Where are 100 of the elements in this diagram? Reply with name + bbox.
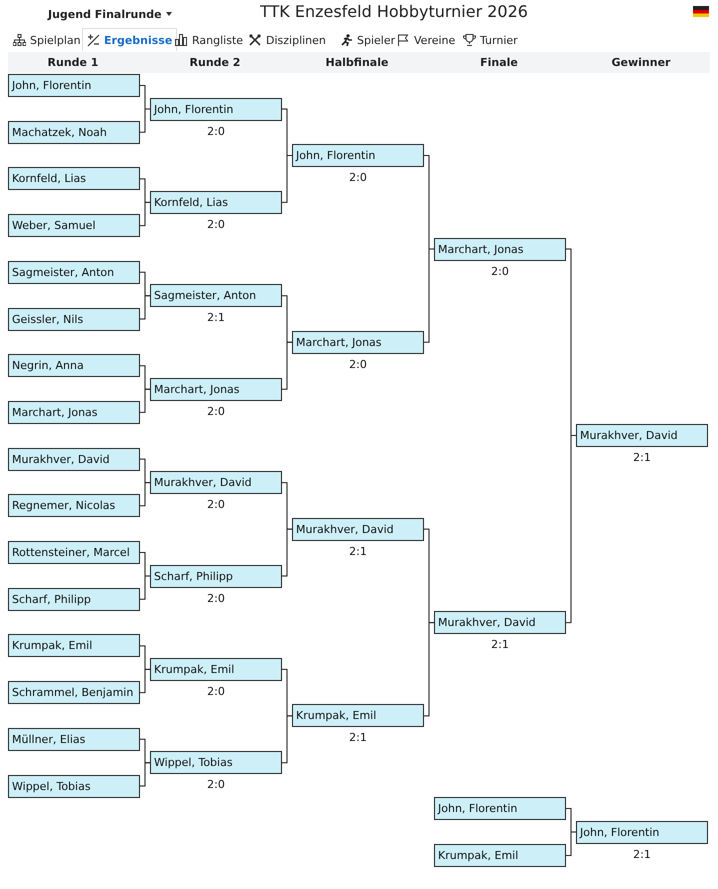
score-text: 2:0: [206, 684, 226, 698]
player-box: [8, 588, 140, 611]
tab: Disziplinen: [244, 28, 331, 51]
player-name: Kornfeld, Lias: [154, 196, 228, 209]
score-text: 2:1: [348, 544, 368, 558]
score-text: 2:0: [206, 498, 226, 512]
player-box: [8, 681, 140, 704]
player-box: [8, 494, 140, 518]
player-box: [576, 424, 708, 447]
player-name: Sagmeister, Anton: [12, 266, 114, 279]
player-name: Murakhver, David: [296, 522, 394, 536]
player-name: Marchart, Jonas: [438, 242, 524, 256]
player-name: Wippel, Tobias: [12, 780, 91, 792]
player-name: Murakhver, David: [154, 476, 252, 490]
score-text: 2:1: [206, 311, 226, 324]
score-text: 2:0: [206, 404, 226, 418]
player-box: [292, 518, 424, 541]
player-box: [434, 611, 566, 634]
player-name: Marchart, Jonas: [12, 406, 98, 419]
player-box: [8, 448, 140, 471]
player-name: Regnemer, Nicolas: [12, 499, 116, 512]
bracket-line: [140, 108, 150, 133]
score-text: 2:1: [632, 848, 652, 860]
score-text: 2:0: [490, 264, 510, 278]
bracket-line: [140, 576, 150, 600]
player-name: Krumpak, Emil: [12, 639, 92, 652]
tab: Turnier: [458, 28, 523, 51]
column-header: Finale: [479, 56, 519, 69]
page-title: TTK Enzesfeld Hobbyturnier 2026: [260, 2, 528, 21]
column-header: Gewinner: [610, 56, 672, 69]
score-text: 2:0: [348, 171, 368, 184]
dropdown-button: Jugend Finalrunde: [46, 4, 174, 24]
bracket-line: [566, 435, 576, 624]
player-box: [150, 98, 282, 120]
player-name: Scharf, Philipp: [154, 570, 233, 582]
score-text: 2:0: [206, 592, 226, 604]
bracket-line: [140, 482, 150, 506]
player-box: [292, 330, 424, 354]
score-text: 2:1: [348, 731, 368, 744]
tab: Spieler: [335, 28, 400, 51]
player-name: Schrammel, Benjamin: [12, 686, 134, 700]
player-name: John, Florentin: [296, 149, 376, 162]
player-box: [292, 704, 424, 728]
player-box: [8, 260, 140, 284]
score-text: 2:1: [490, 638, 510, 652]
player-box: [8, 634, 140, 658]
player-name: Wippel, Tobias: [154, 756, 233, 770]
player-name: Krumpak, Emil: [438, 849, 518, 862]
bracket-line: [140, 295, 150, 320]
player-box: [8, 308, 140, 330]
player-name: Müllner, Elias: [12, 732, 86, 746]
player-box: [8, 120, 140, 144]
player-box: [8, 541, 140, 564]
player-name: Negrin, Anna: [12, 359, 84, 372]
player-box: [434, 797, 566, 820]
player-box: [150, 471, 282, 494]
bracket-line: [282, 528, 292, 576]
player-box: [150, 378, 282, 401]
player-name: John, Florentin: [154, 102, 234, 116]
player-box: [434, 238, 566, 260]
player-name: Marchart, Jonas: [296, 336, 382, 349]
player-name: Sagmeister, Anton: [154, 289, 256, 302]
player-name: Krumpak, Emil: [296, 709, 376, 722]
bracket-line: [282, 715, 292, 764]
player-name: Scharf, Philipp: [12, 592, 91, 606]
player-box: [8, 400, 140, 424]
player-box: [8, 214, 140, 238]
bracket-line: [566, 832, 576, 856]
player-box: [150, 751, 282, 774]
bracket-line: [140, 668, 150, 694]
bracket-line: [140, 388, 150, 413]
player-name: Machatzek, Noah: [12, 126, 107, 139]
bracket-line: [140, 762, 150, 786]
column-header: Runde 1: [46, 56, 100, 69]
player-box: [150, 658, 282, 681]
bracket-line: [424, 248, 434, 343]
bracket-line: [282, 155, 292, 203]
player-name: John, Florentin: [438, 802, 518, 815]
bracket-line: [424, 622, 434, 716]
score-text: 2:0: [206, 778, 226, 792]
player-name: John, Florentin: [12, 79, 92, 92]
player-name: Kornfeld, Lias: [12, 172, 86, 186]
player-name: Murakhver, David: [580, 429, 678, 442]
player-box: [150, 284, 282, 308]
column-header: Runde 2: [188, 56, 242, 69]
bracket-line: [140, 202, 150, 226]
player-name: Rottensteiner, Marcel: [12, 546, 130, 559]
player-name: Krumpak, Emil: [154, 662, 234, 676]
player-box: [8, 167, 140, 190]
player-box: [292, 144, 424, 167]
player-name: Murakhver, David: [12, 452, 110, 466]
player-box: [8, 774, 140, 798]
player-box: [8, 354, 140, 378]
bracket-line: [282, 342, 292, 390]
player-name: Murakhver, David: [438, 616, 536, 630]
column-header: Halbfinale: [324, 56, 390, 69]
score-text: 2:0: [348, 358, 368, 371]
player-name: Weber, Samuel: [12, 219, 96, 232]
player-box: [150, 190, 282, 214]
player-name: Geissler, Nils: [12, 312, 84, 326]
